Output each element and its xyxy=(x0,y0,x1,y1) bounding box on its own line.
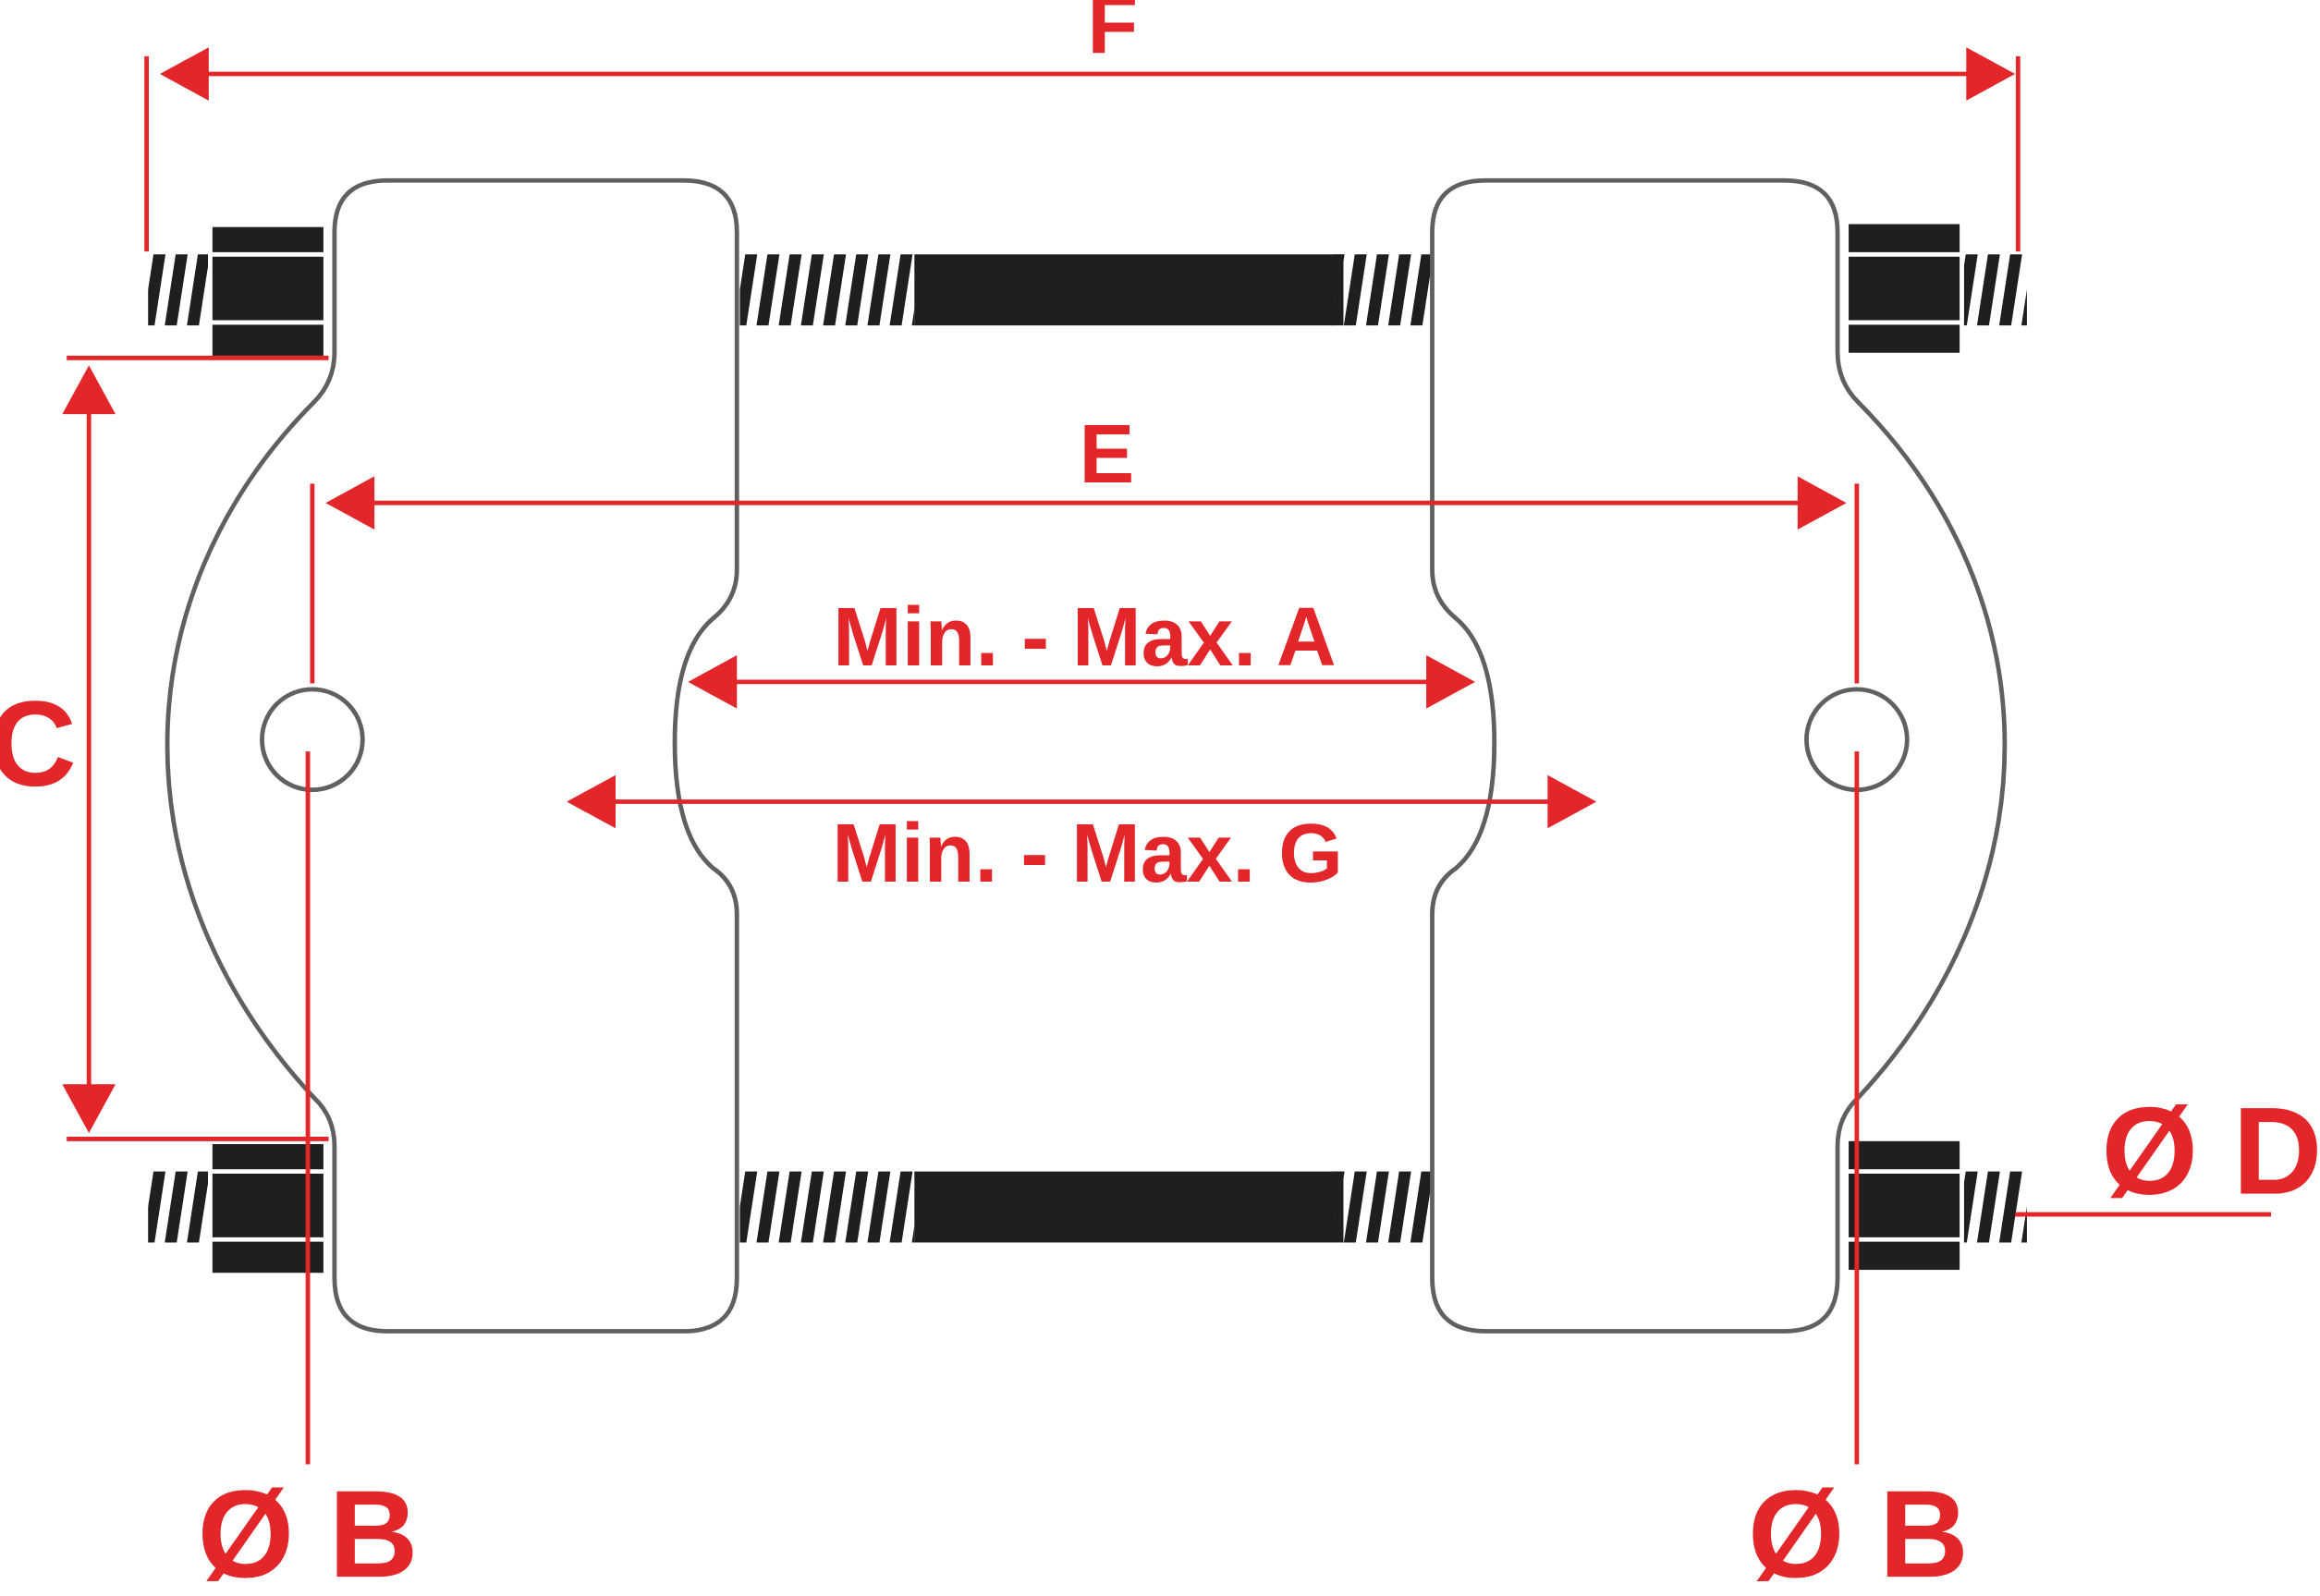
nut-top-right xyxy=(1844,219,1964,358)
bottom-rod-thread-left xyxy=(148,1171,211,1243)
dim-e-arrow-left xyxy=(325,476,375,530)
top-rod-thread-center-right xyxy=(1331,254,1433,326)
bottom-rod-thread-center-left xyxy=(739,1171,915,1243)
top-threaded-rod xyxy=(148,254,2027,326)
label-b-left: Ø B xyxy=(198,1465,419,1596)
label-e: E xyxy=(1079,408,1134,500)
label-b-right: Ø B xyxy=(1748,1465,1969,1596)
right-jaw-outline xyxy=(1430,177,2008,1334)
label-f: F xyxy=(1087,0,1138,71)
dim-f-arrow-left xyxy=(160,47,209,101)
top-rod-thread-right xyxy=(1960,254,2027,326)
dim-g-arrow-left xyxy=(567,774,616,829)
dim-c-arrow-top xyxy=(62,365,116,415)
label-min-max-g: Min. - Max. G xyxy=(832,807,1343,899)
label-min-max-a: Min. - Max. A xyxy=(833,591,1336,683)
nut-top-left xyxy=(208,222,328,360)
label-c: C xyxy=(0,676,77,811)
bottom-rod-thread-right xyxy=(1960,1171,2027,1243)
dim-g-arrow-right xyxy=(1547,774,1597,829)
dim-e-arrow-right xyxy=(1797,476,1847,530)
left-jaw-bolt-hole xyxy=(260,687,365,793)
top-rod-solid xyxy=(914,254,1344,326)
dim-a-arrow-left xyxy=(688,655,738,709)
dim-c-arrow-bottom xyxy=(62,1084,116,1134)
bottom-rod-solid xyxy=(914,1171,1344,1243)
bottom-rod-thread-center-right xyxy=(1331,1171,1433,1243)
top-rod-thread-center-left xyxy=(739,254,915,326)
top-rod-thread-left xyxy=(148,254,211,326)
label-d: Ø D xyxy=(2101,1082,2320,1221)
dim-a-arrow-right xyxy=(1426,655,1475,709)
nut-bottom-right xyxy=(1844,1137,1964,1274)
dim-f-arrow-right xyxy=(1966,47,2016,101)
bottom-threaded-rod xyxy=(148,1171,2027,1243)
